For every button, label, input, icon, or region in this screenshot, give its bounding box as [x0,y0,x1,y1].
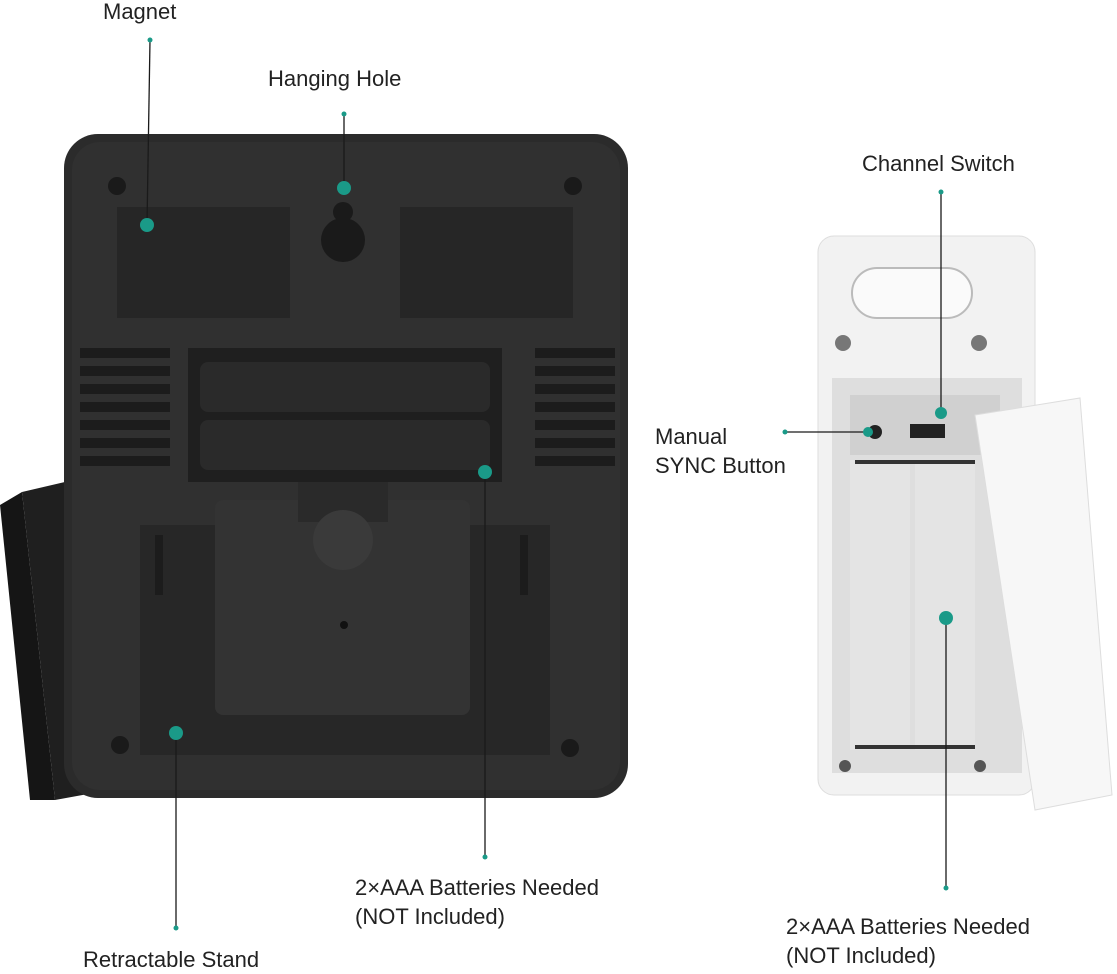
label-sensor-batteries-line2: (NOT Included) [786,943,936,968]
label-sensor-batteries: 2×AAA Batteries Needed (NOT Included) [786,912,1030,970]
label-manual-sync: Manual SYNC Button [655,422,786,480]
callout-dot-sensor-batteries [939,611,953,625]
callout-dot-hanging-hole [337,181,351,195]
battery-compartment [188,348,502,482]
callout-dot-magnet [140,218,154,232]
stand-recess [140,482,550,755]
main-unit-back [64,134,628,798]
label-sensor-batteries-line1: 2×AAA Batteries Needed [786,914,1030,939]
label-main-batteries: 2×AAA Batteries Needed (NOT Included) [355,873,599,931]
callout-dot-channel-switch [935,407,947,419]
vents [80,348,615,466]
label-manual-sync-line1: Manual [655,424,728,449]
label-magnet: Magnet [103,0,177,24]
callout-dot-main-batteries [478,465,492,479]
hanging-hole [321,202,365,262]
label-channel-switch: Channel Switch [862,151,1015,176]
battery-cover [974,397,1113,811]
magnet-right [400,207,573,318]
label-hanging-hole: Hanging Hole [268,66,402,91]
callouts [146,39,947,928]
label-manual-sync-line2: SYNC Button [655,453,786,478]
callout-dot-stand [169,726,183,740]
label-main-batteries-line2: (NOT Included) [355,904,505,929]
label-retractable-stand: Retractable Stand [83,947,260,972]
callout-dot-sync [863,427,873,437]
label-main-batteries-line1: 2×AAA Batteries Needed [355,875,599,900]
